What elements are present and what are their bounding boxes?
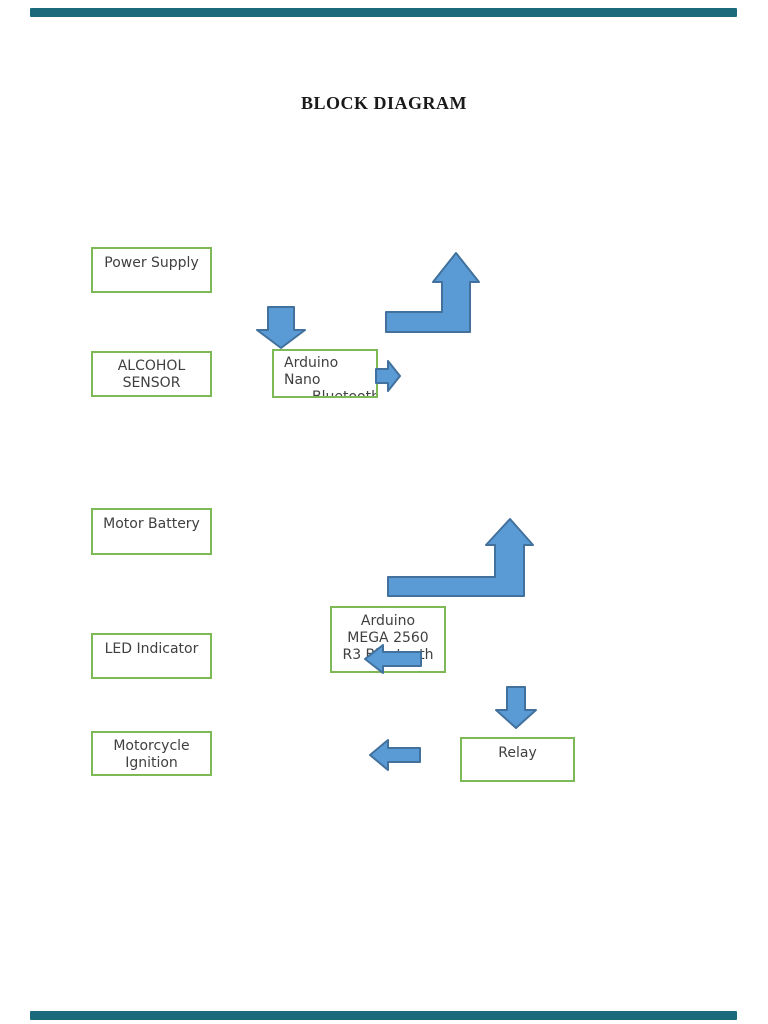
page-title: BLOCK DIAGRAM: [300, 93, 467, 113]
block-label: Nano: [284, 372, 321, 388]
arrow-down-icon: [256, 306, 306, 349]
block-label: MEGA 2560: [347, 630, 429, 646]
block-label: Arduino: [360, 613, 416, 629]
viewer-bottom-bar: [30, 1011, 737, 1020]
block-relay: Relay: [460, 737, 575, 782]
block-motorcycle-ignition: Motorcycle Ignition: [91, 731, 212, 776]
block-label: Arduino: [284, 355, 339, 371]
block-label: Power Supply: [104, 255, 199, 271]
arrow-elbow-up-icon: [385, 252, 480, 333]
block-arduino-nano: Arduino Nano Bluetooth: [272, 349, 378, 398]
arrow-left-icon: [369, 739, 421, 771]
block-label: Relay: [498, 745, 537, 761]
arrow-right-icon: [375, 360, 401, 392]
viewer-top-bar: [30, 8, 737, 17]
block-motor-battery: Motor Battery: [91, 508, 212, 555]
block-led-indicator: LED Indicator: [91, 633, 212, 679]
block-power-supply: Power Supply: [91, 247, 212, 293]
block-label: Motorcycle: [113, 738, 190, 754]
block-label: LED Indicator: [104, 641, 199, 657]
block-alcohol-sensor: ALCOHOL SENSOR: [91, 351, 212, 397]
arrow-elbow-up-icon: [387, 518, 534, 597]
arrow-left-icon: [364, 644, 422, 674]
block-label: Ignition: [125, 755, 178, 771]
block-label: SENSOR: [122, 375, 181, 391]
block-label: ALCOHOL: [117, 358, 186, 374]
block-label: Motor Battery: [103, 516, 200, 532]
block-label-clipped: Bluetooth: [312, 389, 378, 398]
arrow-down-icon: [495, 686, 537, 729]
